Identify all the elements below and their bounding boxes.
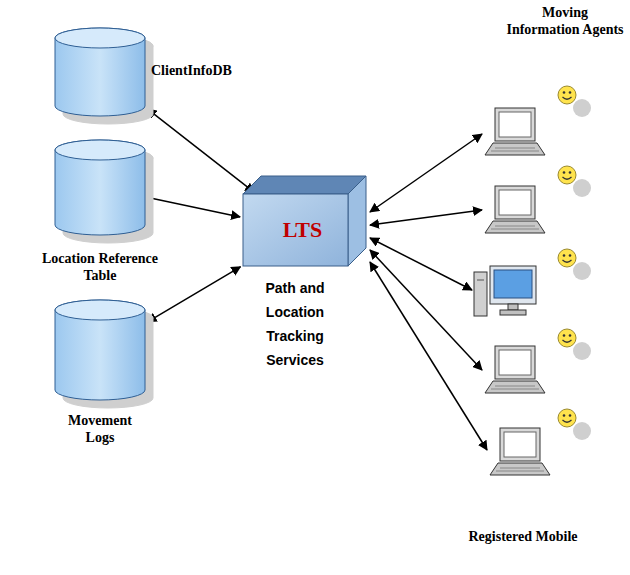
- box-top: [243, 176, 366, 194]
- agent-icons: [558, 86, 591, 440]
- connector-arrow: [147, 109, 254, 192]
- client-computers: [474, 108, 550, 475]
- database-node: Movement Logs: [55, 300, 145, 400]
- cylinder-top: [55, 300, 145, 320]
- cylinder-body: [55, 140, 145, 235]
- service-title: LTS: [243, 217, 362, 243]
- database-cylinder: [55, 140, 145, 235]
- client-links: [370, 134, 487, 450]
- cylinder-body: [55, 300, 145, 400]
- database-cylinder: [55, 300, 145, 400]
- group-caption: Registered Mobile: [468, 528, 578, 545]
- database-label: Location Reference Table: [30, 250, 170, 284]
- connector-arrow: [148, 267, 241, 322]
- database-node: ClientInfoDB: [55, 28, 145, 116]
- service-box: LTSPath and Location Tracking Services: [243, 194, 362, 266]
- cylinder-top: [55, 28, 145, 48]
- database-node: Location Reference Table: [55, 140, 145, 235]
- cylinder-body: [55, 28, 145, 116]
- connector-arrow: [148, 198, 240, 217]
- box-side: [348, 176, 366, 266]
- database-label: Movement Logs: [55, 412, 145, 446]
- service-caption: Path and Location Tracking Services: [245, 276, 345, 372]
- database-cylinder: [55, 28, 145, 116]
- database-label: ClientInfoDB: [151, 62, 261, 79]
- cylinder-top: [55, 140, 145, 160]
- group-heading: Moving Information Agents: [505, 4, 625, 38]
